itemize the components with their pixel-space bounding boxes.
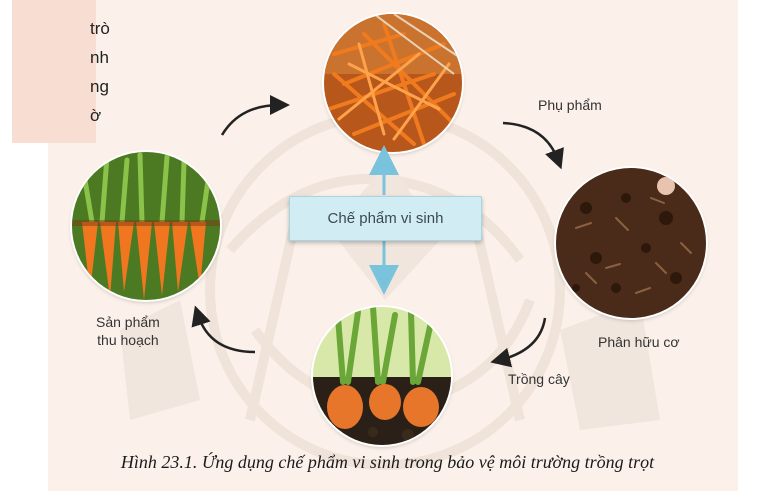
microbial-product-box: Chế phẩm vi sinh [289, 196, 482, 241]
curved-arrow-icon [191, 305, 256, 354]
side-highlight-box [12, 0, 96, 143]
side-text-line: ng [90, 77, 109, 96]
harvest-label: Sản phẩm thu hoạch [96, 313, 160, 349]
curved-arrow-icon [502, 121, 564, 170]
side-text-line: nh [90, 48, 109, 67]
figure-caption: Hình 23.1. Ứng dụng chế phẩm vi sinh tro… [120, 452, 655, 472]
curved-arrow-icon [220, 95, 290, 136]
curved-arrow-icon [490, 317, 547, 368]
side-text-line: trò [90, 19, 110, 38]
side-text-line: ờ [90, 106, 102, 125]
harvest-image [72, 152, 220, 300]
organic-fertilizer-label: Phân hữu cơ [598, 334, 680, 350]
microbial-product-label: Chế phẩm vi sinh [327, 210, 444, 227]
planting-label: Trồng cây [508, 371, 570, 387]
harvest-label-line1: Sản phẩm [96, 314, 160, 330]
organic-fertilizer-image [556, 168, 706, 318]
harvest-label-line2: thu hoạch [97, 332, 159, 348]
planting-image [313, 307, 451, 445]
side-text-fragments: trò nh ng ờ [90, 14, 110, 130]
by-product-label: Phụ phẩm [538, 97, 602, 113]
